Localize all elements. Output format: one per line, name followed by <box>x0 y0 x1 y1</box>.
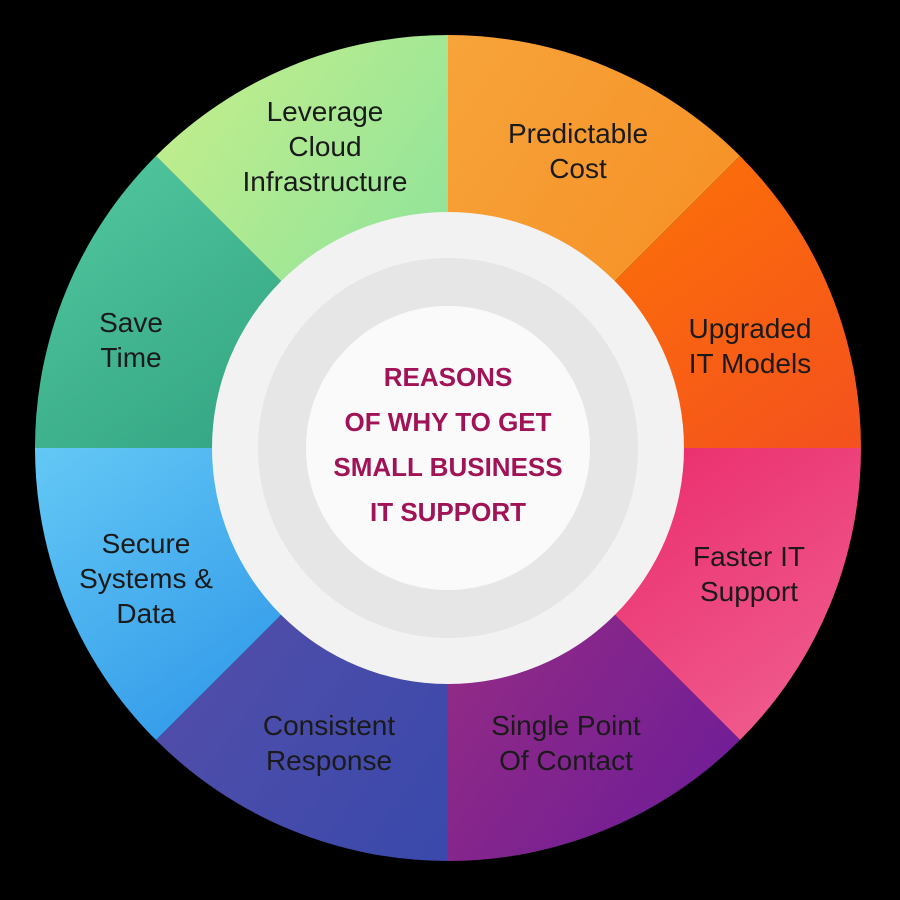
segment-label-line: Single Point <box>491 710 641 741</box>
segment-label-line: Response <box>266 745 392 776</box>
center-disc <box>306 306 590 590</box>
segment-label-line: Support <box>700 576 798 607</box>
segment-label-line: Data <box>116 598 176 629</box>
segment-label-line: Time <box>100 342 161 373</box>
center-title-line: REASONS <box>384 362 513 392</box>
segment-label-line: Cost <box>549 153 607 184</box>
segment-label-4: Single Point Of Contact <box>491 710 641 776</box>
center-title-line: IT SUPPORT <box>370 497 526 527</box>
segment-label-2: Upgraded IT Models <box>689 313 812 379</box>
segment-label-line: Of Contact <box>499 745 633 776</box>
segment-label-line: Infrastructure <box>243 166 408 197</box>
segment-label-3: Faster IT Support <box>693 541 805 607</box>
segment-label-line: Faster IT <box>693 541 805 572</box>
center-title-line: OF WHY TO GET <box>344 407 551 437</box>
segment-label-line: Secure <box>102 528 191 559</box>
segment-label-line: IT Models <box>689 348 811 379</box>
segment-label-line: Predictable <box>508 118 648 149</box>
segment-label-line: Systems & <box>79 563 213 594</box>
center-title-line: SMALL BUSINESS <box>333 452 562 482</box>
center-hub: REASONS OF WHY TO GET SMALL BUSINESS IT SUP… <box>212 212 684 684</box>
segment-label-line: Cloud <box>288 131 361 162</box>
segment-label-line: Upgraded <box>689 313 812 344</box>
segment-label-line: Consistent <box>263 710 396 741</box>
segment-label-line: Leverage <box>267 96 384 127</box>
center-title: REASONS OF WHY TO GET SMALL BUSINESS IT SUP… <box>333 362 562 527</box>
segment-label-line: Save <box>99 307 163 338</box>
